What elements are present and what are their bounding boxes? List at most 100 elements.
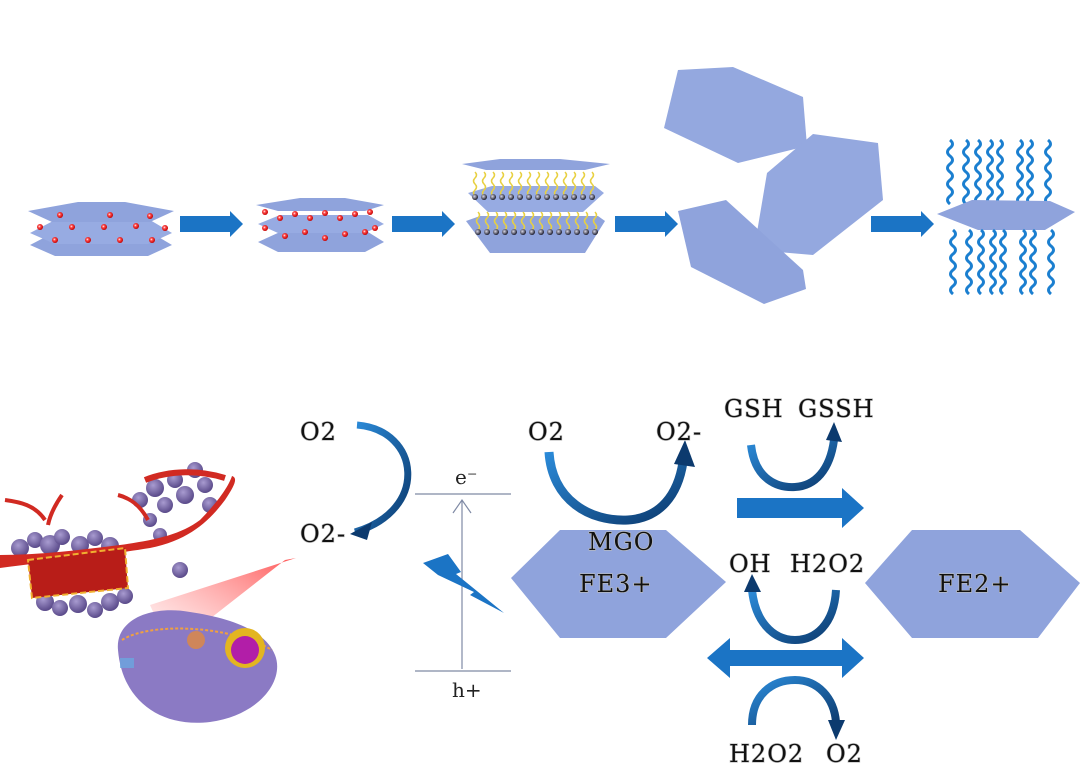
alkyl-chain — [499, 171, 505, 197]
head-group — [472, 194, 478, 200]
sheet — [466, 216, 605, 253]
fe3-hexagon: MGO FE3+ — [511, 527, 726, 638]
alkyl-chain — [547, 211, 553, 231]
ion-particle — [52, 237, 58, 243]
hole-label: h+ — [452, 678, 482, 702]
ion-particle — [337, 215, 343, 221]
alkyl-chain — [490, 171, 496, 197]
polymer-chain — [1026, 138, 1034, 206]
head-group — [544, 194, 550, 200]
left-reduction-cycle: O2 O2- — [299, 417, 412, 549]
nanoparticle-cluster — [157, 497, 173, 513]
electron-label: e⁻ — [455, 465, 477, 489]
o2-label: O2 — [826, 740, 863, 768]
ion-particle — [307, 215, 313, 221]
curved-arrow — [748, 589, 840, 645]
o2-minus-label: O2- — [656, 418, 702, 446]
ion-particle — [57, 212, 63, 218]
ion-particle — [367, 209, 373, 215]
ion-particle — [322, 235, 328, 241]
head-group — [475, 229, 481, 235]
h2o2-label: H2O2 — [729, 740, 804, 768]
alkyl-chain — [589, 171, 595, 197]
alkyl-chain — [574, 211, 580, 231]
alkyl-chain — [544, 171, 550, 197]
nanoparticle-cluster — [117, 588, 133, 604]
head-group — [589, 194, 595, 200]
head-group — [517, 194, 523, 200]
synthesis-step-3 — [462, 159, 610, 253]
polymer-chain — [1029, 228, 1037, 296]
nanoparticle-cluster — [172, 562, 188, 578]
synthesis-step-5 — [937, 138, 1075, 296]
mgo-sheet — [511, 530, 726, 638]
gsh-cycle: GSH GSSH — [723, 394, 874, 492]
gsh-label: GSH — [724, 395, 784, 423]
polymer-chain — [1047, 228, 1055, 296]
process-arrow-2 — [392, 211, 455, 237]
polymer-chain — [1019, 228, 1027, 296]
nanoparticle-cluster — [54, 529, 70, 545]
oh-cycle: OH H2O2 — [728, 549, 865, 645]
curved-arrow-head — [828, 720, 845, 740]
alkyl-chain — [511, 211, 517, 231]
head-group — [502, 229, 508, 235]
ion-particle — [362, 229, 368, 235]
process-arrow-1 — [180, 211, 243, 237]
alkyl-chain — [484, 211, 490, 231]
synthesis-step-1 — [28, 202, 174, 256]
fe2-hexagon: FE2+ — [865, 530, 1080, 638]
curved-arrow — [748, 675, 840, 726]
curved-arrow — [544, 451, 688, 525]
polymer-chains-bottom — [949, 228, 1055, 296]
head-group — [583, 229, 589, 235]
vessel-cutaway — [26, 546, 130, 600]
alkyl-chain — [556, 211, 562, 231]
alkyl-chain — [517, 171, 523, 197]
alkyl-chain — [472, 171, 478, 197]
o2-label: O2 — [528, 418, 565, 446]
ion-particle — [117, 237, 123, 243]
head-group — [490, 194, 496, 200]
nanoparticle-cluster — [69, 595, 87, 613]
vessel-cell-illustration — [0, 462, 296, 723]
alkyl-chain — [529, 211, 535, 231]
head-group — [529, 229, 535, 235]
polymer-chain — [962, 138, 970, 206]
exfoliated-sheet — [664, 67, 807, 163]
ion-particle — [101, 224, 107, 230]
ion-particle — [85, 237, 91, 243]
polymer-chain — [1044, 138, 1052, 206]
vessel-branch — [117, 493, 150, 521]
ion-particle — [37, 224, 43, 230]
curved-arrow-head — [674, 440, 695, 467]
curved-arrow — [747, 439, 838, 492]
nanoparticle-cluster — [87, 602, 103, 618]
synthesis-step-4 — [664, 67, 883, 304]
head-group — [484, 229, 490, 235]
ion-particle — [372, 225, 378, 231]
cell-body — [117, 610, 278, 723]
band-diagram: e⁻ h+ — [415, 465, 511, 702]
nanoparticle-cluster — [176, 486, 194, 504]
sheet — [462, 159, 610, 170]
polymer-chain — [999, 228, 1007, 296]
exfoliated-sheet — [678, 200, 806, 304]
alkyl-chain — [526, 171, 532, 197]
nanoparticle-cluster — [87, 530, 103, 546]
head-group — [499, 194, 505, 200]
ion-particle — [352, 211, 358, 217]
polymer-chain — [965, 228, 973, 296]
head-group — [508, 194, 514, 200]
mgo-reduction-cycle: O2 O2- — [527, 417, 702, 525]
vessel-branch — [4, 498, 47, 522]
polymer-chain — [1016, 138, 1024, 206]
sheet — [258, 215, 384, 233]
head-group — [592, 229, 598, 235]
polymer-chain — [974, 138, 982, 206]
nanosheet-particle — [120, 658, 134, 668]
alkyl-chain — [571, 171, 577, 197]
o2-label: O2 — [300, 418, 337, 446]
nanoparticle-cluster — [11, 539, 29, 557]
